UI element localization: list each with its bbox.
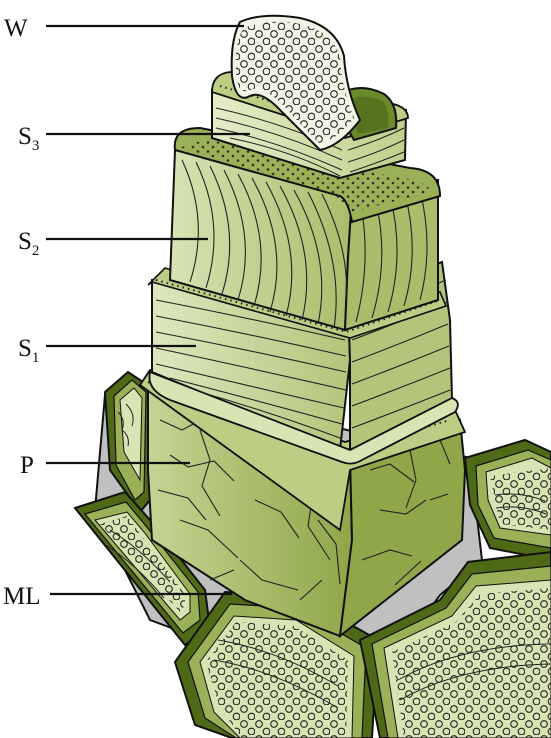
label-s3-sub: 3: [32, 138, 40, 154]
label-p: P: [20, 452, 34, 479]
label-s2: S2: [18, 228, 39, 259]
label-s2-sub: 2: [32, 243, 40, 259]
label-w: W: [4, 15, 28, 42]
label-s3-main: S: [18, 123, 32, 150]
label-s2-main: S: [18, 228, 32, 255]
labels: W S3 S2 S1 P ML: [3, 15, 41, 610]
label-s1: S1: [18, 335, 39, 366]
label-s3: S3: [18, 123, 39, 154]
label-s1-main: S: [18, 335, 32, 362]
label-s1-sub: 1: [32, 350, 40, 366]
label-ml: ML: [3, 583, 41, 610]
